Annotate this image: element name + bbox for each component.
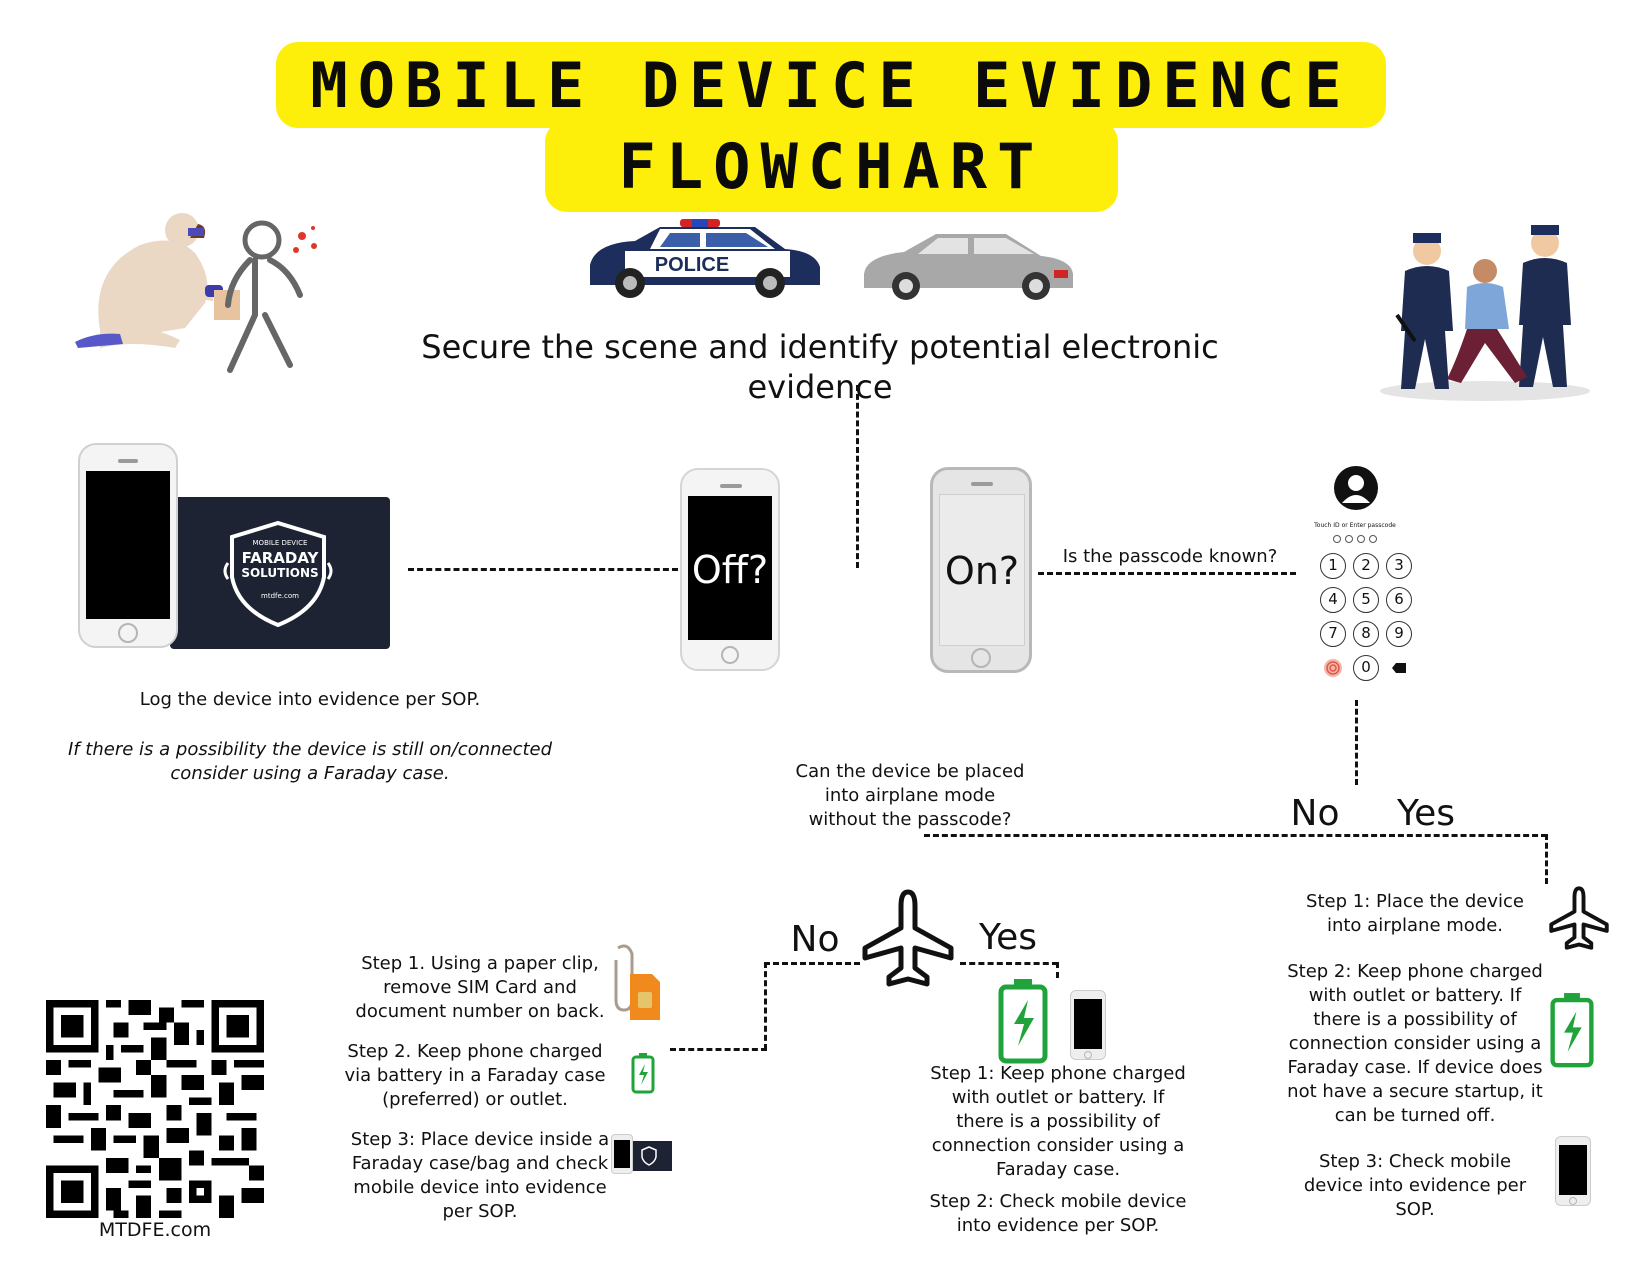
on-phone: On? bbox=[930, 467, 1032, 673]
title-band-line1 bbox=[276, 42, 1386, 128]
phone-small-no bbox=[611, 1134, 633, 1174]
police-car-icon: POLICE bbox=[590, 219, 820, 298]
faraday-case-line2: FARADAY bbox=[241, 549, 319, 567]
fingerprint-icon[interactable] bbox=[1322, 657, 1344, 679]
keypad-key-5[interactable]: 5 bbox=[1353, 587, 1379, 613]
main-instruction: Secure the scene and identify potential … bbox=[421, 328, 1219, 406]
backspace-icon[interactable] bbox=[1392, 663, 1406, 673]
faraday-case-line1: MOBILE DEVICE bbox=[252, 539, 308, 547]
airplane-icon bbox=[862, 889, 954, 987]
off-label: Off? bbox=[691, 548, 769, 592]
police-car-label: POLICE bbox=[655, 254, 729, 276]
phone-in-faraday bbox=[78, 443, 178, 648]
faraday-note: If there is a possibility the device is … bbox=[67, 739, 553, 784]
battery-charging-icon bbox=[998, 979, 1048, 1064]
passcode-dot bbox=[1333, 535, 1341, 543]
branch-top-yes: Yes bbox=[1396, 793, 1456, 834]
passcode-question: Is the passcode known? bbox=[1062, 546, 1278, 567]
faraday-bag-small bbox=[626, 1141, 672, 1171]
connector-branch-horizontal bbox=[924, 834, 1547, 837]
connector-yes-down bbox=[1545, 834, 1548, 884]
phone-right bbox=[1555, 1136, 1591, 1206]
right-step3: Step 3: Check mobile device into evidenc… bbox=[1303, 1151, 1527, 1220]
no-step3: Step 3: Place device inside a Faraday ca… bbox=[350, 1129, 610, 1222]
log-text: Log the device into evidence per SOP. bbox=[139, 689, 481, 710]
passcode-dot bbox=[1345, 535, 1353, 543]
connector-on-passcode bbox=[1038, 572, 1296, 575]
user-avatar-icon bbox=[1334, 466, 1378, 510]
faraday-case-line4: mtdfe.com bbox=[261, 592, 299, 600]
connector-mid-yes-down bbox=[1056, 962, 1059, 978]
keypad-key-4[interactable]: 4 bbox=[1320, 587, 1346, 613]
civilian-car-icon bbox=[864, 234, 1073, 300]
branch-top-no: No bbox=[1290, 793, 1340, 834]
keypad-key-8[interactable]: 8 bbox=[1353, 621, 1379, 647]
keypad-key-1[interactable]: 1 bbox=[1320, 553, 1346, 579]
mid-yes-step1: Step 1: Keep phone charged with outlet o… bbox=[930, 1063, 1186, 1180]
mid-yes-step2: Step 2: Check mobile device into evidenc… bbox=[929, 1191, 1187, 1236]
right-step1: Step 1: Place the device into airplane m… bbox=[1306, 891, 1524, 936]
keypad-key-2[interactable]: 2 bbox=[1353, 553, 1379, 579]
connector-instruction-down bbox=[856, 385, 859, 568]
no-step1: Step 1. Using a paper clip, remove SIM C… bbox=[355, 953, 605, 1022]
lockscreen-prompt: Touch ID or Enter passcode bbox=[1314, 522, 1396, 529]
passcode-dot bbox=[1369, 535, 1377, 543]
keypad-key-6[interactable]: 6 bbox=[1386, 587, 1412, 613]
qr-caption[interactable]: MTDFE.com bbox=[98, 1219, 212, 1241]
right-step2: Step 2: Keep phone charged with outlet o… bbox=[1287, 961, 1543, 1126]
police-arrest-illustration bbox=[1380, 225, 1590, 401]
connector-faraday-off bbox=[408, 568, 678, 571]
title-band-line2 bbox=[545, 120, 1118, 212]
keypad-key-0[interactable]: 0 bbox=[1353, 655, 1379, 681]
off-phone: Off? bbox=[680, 468, 780, 671]
faraday-case-line3: SOLUTIONS bbox=[241, 566, 319, 580]
no-step2: Step 2. Keep phone charged via battery i… bbox=[344, 1041, 606, 1110]
phone-mid-yes bbox=[1070, 990, 1106, 1060]
airplane-icon-small bbox=[1549, 886, 1609, 950]
connector-mid-yes-top bbox=[960, 962, 1058, 965]
connector-mid-no-top bbox=[764, 962, 860, 965]
connector-passcode-down bbox=[1355, 700, 1358, 785]
keypad-key-3[interactable]: 3 bbox=[1386, 553, 1412, 579]
forensic-investigator-illustration bbox=[75, 213, 317, 373]
passcode-dot bbox=[1357, 535, 1365, 543]
lockscreen: Touch ID or Enter passcode 1 2 3 4 5 6 7… bbox=[1300, 465, 1412, 681]
faraday-shield-small bbox=[641, 1146, 657, 1166]
battery-charging-icon-small bbox=[631, 1053, 655, 1094]
branch-mid-yes: Yes bbox=[978, 917, 1038, 958]
title-line1: MOBILE DEVICE EVIDENCE bbox=[310, 49, 1352, 122]
on-label: On? bbox=[944, 549, 1020, 593]
airplane-question: Can the device be placed into airplane m… bbox=[795, 761, 1025, 830]
branch-mid-no: No bbox=[790, 919, 840, 960]
connector-mid-no-left bbox=[670, 1048, 767, 1051]
qr-code[interactable] bbox=[46, 1000, 264, 1218]
keypad-key-9[interactable]: 9 bbox=[1386, 621, 1412, 647]
shield-icon bbox=[223, 520, 333, 628]
sim-card-icon bbox=[614, 944, 660, 1020]
battery-charging-icon-right bbox=[1550, 993, 1594, 1068]
connector-mid-no-down bbox=[764, 962, 767, 1050]
keypad-key-7[interactable]: 7 bbox=[1320, 621, 1346, 647]
title-line2: FLOWCHART bbox=[618, 130, 1045, 203]
faraday-case: MOBILE DEVICE FARADAY SOLUTIONS mtdfe.co… bbox=[170, 497, 390, 649]
